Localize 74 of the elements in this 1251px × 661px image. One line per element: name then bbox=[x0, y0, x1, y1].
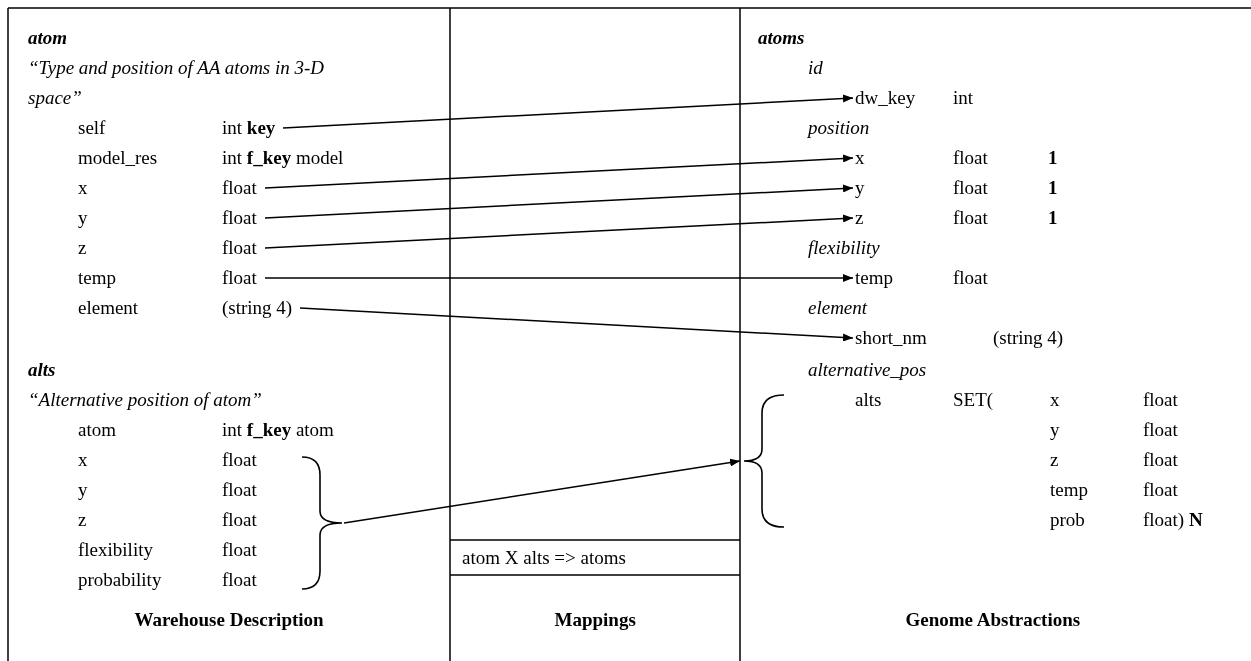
mapping-rule-text: atom X alts => atoms bbox=[462, 547, 626, 569]
field-name: x bbox=[78, 177, 88, 199]
group-heading: element bbox=[808, 297, 868, 319]
field-name: y bbox=[855, 177, 865, 199]
arrow bbox=[264, 154, 854, 189]
field-type: float bbox=[953, 267, 988, 289]
group-heading: flexibility bbox=[808, 237, 880, 259]
field-type: float bbox=[1143, 449, 1178, 471]
field-name: y bbox=[78, 479, 88, 501]
column-title: Genome Abstractions bbox=[905, 609, 1081, 631]
field-name: short_nm bbox=[855, 327, 927, 349]
field-type: int key bbox=[222, 117, 276, 139]
field-name: self bbox=[78, 117, 106, 139]
field-type: float bbox=[222, 539, 257, 561]
cardinality: 1 bbox=[1048, 177, 1058, 199]
field-name: temp bbox=[855, 267, 893, 289]
field-type: float bbox=[1143, 419, 1178, 441]
field-type: float bbox=[222, 569, 257, 591]
table-heading: atom bbox=[28, 27, 68, 49]
field-name: probability bbox=[78, 569, 162, 591]
field-name: temp bbox=[78, 267, 116, 289]
field-type: float bbox=[222, 237, 257, 259]
field-type: float) N bbox=[1143, 509, 1203, 531]
field-name: z bbox=[1050, 449, 1059, 471]
table-description: “Alternative position of atom” bbox=[28, 389, 262, 411]
table-heading: alts bbox=[28, 359, 56, 381]
field-type: float bbox=[953, 207, 988, 229]
column-title: Warehouse Description bbox=[134, 609, 324, 631]
field-name: alts bbox=[855, 389, 882, 411]
group-heading: alternative_pos bbox=[808, 359, 927, 381]
arrow bbox=[264, 274, 854, 282]
column-title: Mappings bbox=[554, 609, 636, 631]
arrow bbox=[282, 94, 854, 129]
group-heading: position bbox=[808, 117, 870, 139]
field-type: float bbox=[222, 449, 257, 471]
field-name: flexibility bbox=[78, 539, 153, 561]
table-heading: atoms bbox=[758, 27, 805, 49]
field-name: y bbox=[1050, 419, 1060, 441]
field-type: float bbox=[953, 177, 988, 199]
field-name: element bbox=[78, 297, 139, 319]
arrow bbox=[343, 458, 741, 524]
field-name: atom bbox=[78, 419, 116, 441]
field-type: float bbox=[222, 479, 257, 501]
field-type: float bbox=[1143, 479, 1178, 501]
field-type: int bbox=[953, 87, 974, 109]
field-name: prob bbox=[1050, 509, 1085, 531]
field-name: model_res bbox=[78, 147, 158, 169]
field-type: float bbox=[222, 177, 257, 199]
field-name: temp bbox=[1050, 479, 1088, 501]
field-name: z bbox=[78, 509, 87, 531]
field-type: float bbox=[222, 509, 257, 531]
cardinality: 1 bbox=[1048, 207, 1058, 229]
field-name: x bbox=[1050, 389, 1060, 411]
field-name: y bbox=[78, 207, 88, 229]
field-type: float bbox=[1143, 389, 1178, 411]
field-type: float bbox=[222, 267, 257, 289]
field-name: z bbox=[78, 237, 87, 259]
field-type: float bbox=[953, 147, 988, 169]
field-type: SET( bbox=[953, 389, 994, 411]
cardinality: 1 bbox=[1048, 147, 1058, 169]
field-type: (string 4) bbox=[222, 297, 293, 319]
field-name: x bbox=[78, 449, 88, 471]
field-type: int f_key model bbox=[222, 147, 344, 169]
arrow bbox=[299, 307, 854, 342]
group-heading: id bbox=[808, 57, 823, 79]
field-type: int f_key atom bbox=[222, 419, 334, 441]
arrow bbox=[264, 184, 854, 219]
table-description: “Type and position of AA atoms in 3-D space” bbox=[28, 56, 326, 110]
field-name: x bbox=[855, 147, 865, 169]
field-type: float bbox=[222, 207, 257, 229]
field-name: z bbox=[855, 207, 864, 229]
arrow bbox=[264, 214, 854, 249]
field-type: (string 4) bbox=[993, 327, 1064, 349]
field-name: dw_key bbox=[855, 87, 916, 109]
